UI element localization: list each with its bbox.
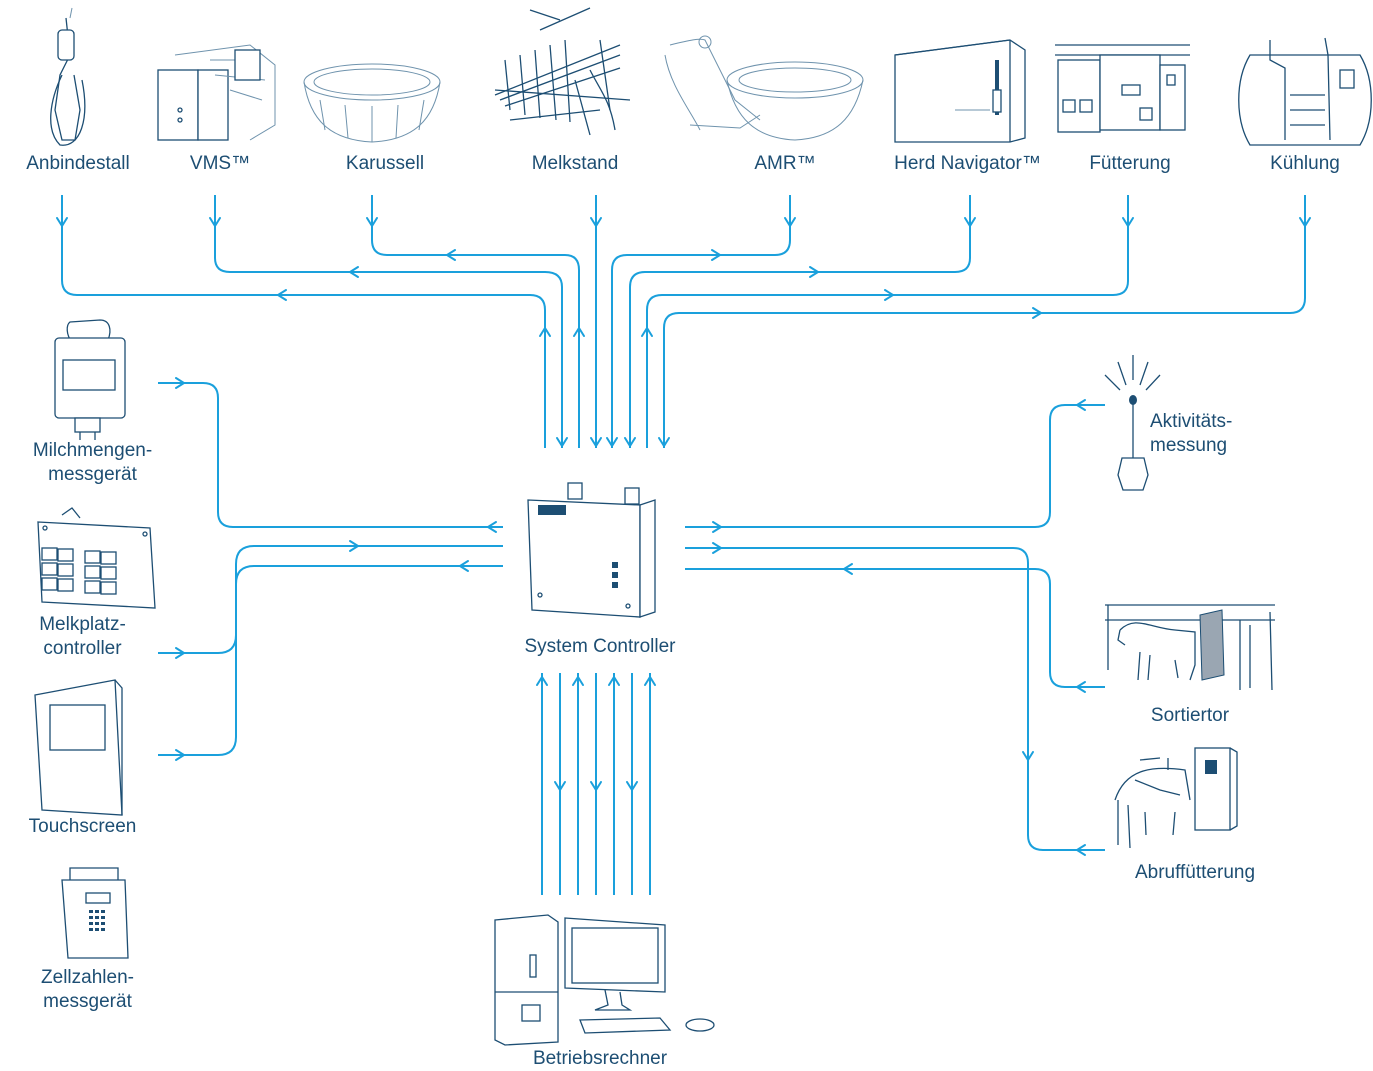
label-vms: VMS™: [189, 153, 251, 174]
label-line: Zellzahlen-: [41, 967, 134, 988]
amr-rotary-robot-icon: [664, 35, 864, 141]
label-melkstand: Melkstand: [531, 153, 619, 174]
activity-antenna-icon: [1104, 355, 1161, 491]
label-system-controller: System Controller: [524, 636, 676, 657]
milk-meter-icon: [54, 319, 126, 440]
stall-controller-icon: [37, 507, 156, 609]
sort-gate-icon: [1105, 604, 1275, 691]
label-sortiertor: Sortiertor: [1130, 704, 1250, 728]
label-line: Abruffütterung: [1134, 862, 1256, 883]
label-line: Touchscreen: [28, 816, 137, 837]
label-aktivitaet: Aktivitäts- messung: [1150, 410, 1270, 458]
milking-unit-icon: [50, 7, 86, 146]
label-line: Aktivitäts-: [1150, 411, 1233, 432]
connection-lines: [61, 195, 1306, 895]
flow-arrows: [56, 217, 1311, 856]
cell-counter-icon: [61, 867, 129, 959]
feeding-machine-icon: [1055, 44, 1190, 133]
feed-station-icon: [1114, 747, 1238, 849]
label-anbindestall: Anbindestall: [26, 153, 130, 174]
label-kuehlung: Kühlung: [1270, 153, 1340, 174]
label-herd-navigator: Herd Navigator™: [894, 153, 1041, 174]
label-line: controller: [43, 638, 122, 659]
parlour-icon: [494, 7, 631, 136]
milk-cooling-tank-icon: [1238, 37, 1372, 146]
label-line: messgerät: [48, 464, 137, 485]
label-betriebsrechner: Betriebsrechner: [532, 1048, 668, 1069]
label-line: Milchmengen-: [32, 440, 153, 461]
label-line: Melkplatz-: [39, 614, 126, 635]
farm-computer-icon: [494, 914, 715, 1046]
label-amr: AMR™: [754, 153, 816, 174]
label-line: Sortiertor: [1150, 705, 1230, 726]
label-line: messung: [1150, 435, 1228, 456]
vms-robot-icon: [157, 44, 276, 141]
label-touchscreen: Touchscreen: [15, 815, 150, 839]
touchscreen-icon: [34, 679, 123, 816]
herd-navigator-cabinet-icon: [894, 39, 1026, 143]
label-karussell: Karussell: [345, 153, 425, 174]
rotary-parlour-icon: [303, 63, 441, 143]
label-milchmengen: Milchmengen- messgerät: [20, 439, 165, 487]
system-controller-icon: [527, 482, 656, 618]
label-abruffuetterung: Abruffütterung: [1115, 861, 1275, 885]
label-fuetterung: Fütterung: [1089, 153, 1171, 174]
label-melkplatz: Melkplatz- controller: [20, 613, 145, 661]
label-line: messgerät: [43, 991, 132, 1012]
label-zellzahlen: Zellzahlen- messgerät: [25, 966, 150, 1014]
